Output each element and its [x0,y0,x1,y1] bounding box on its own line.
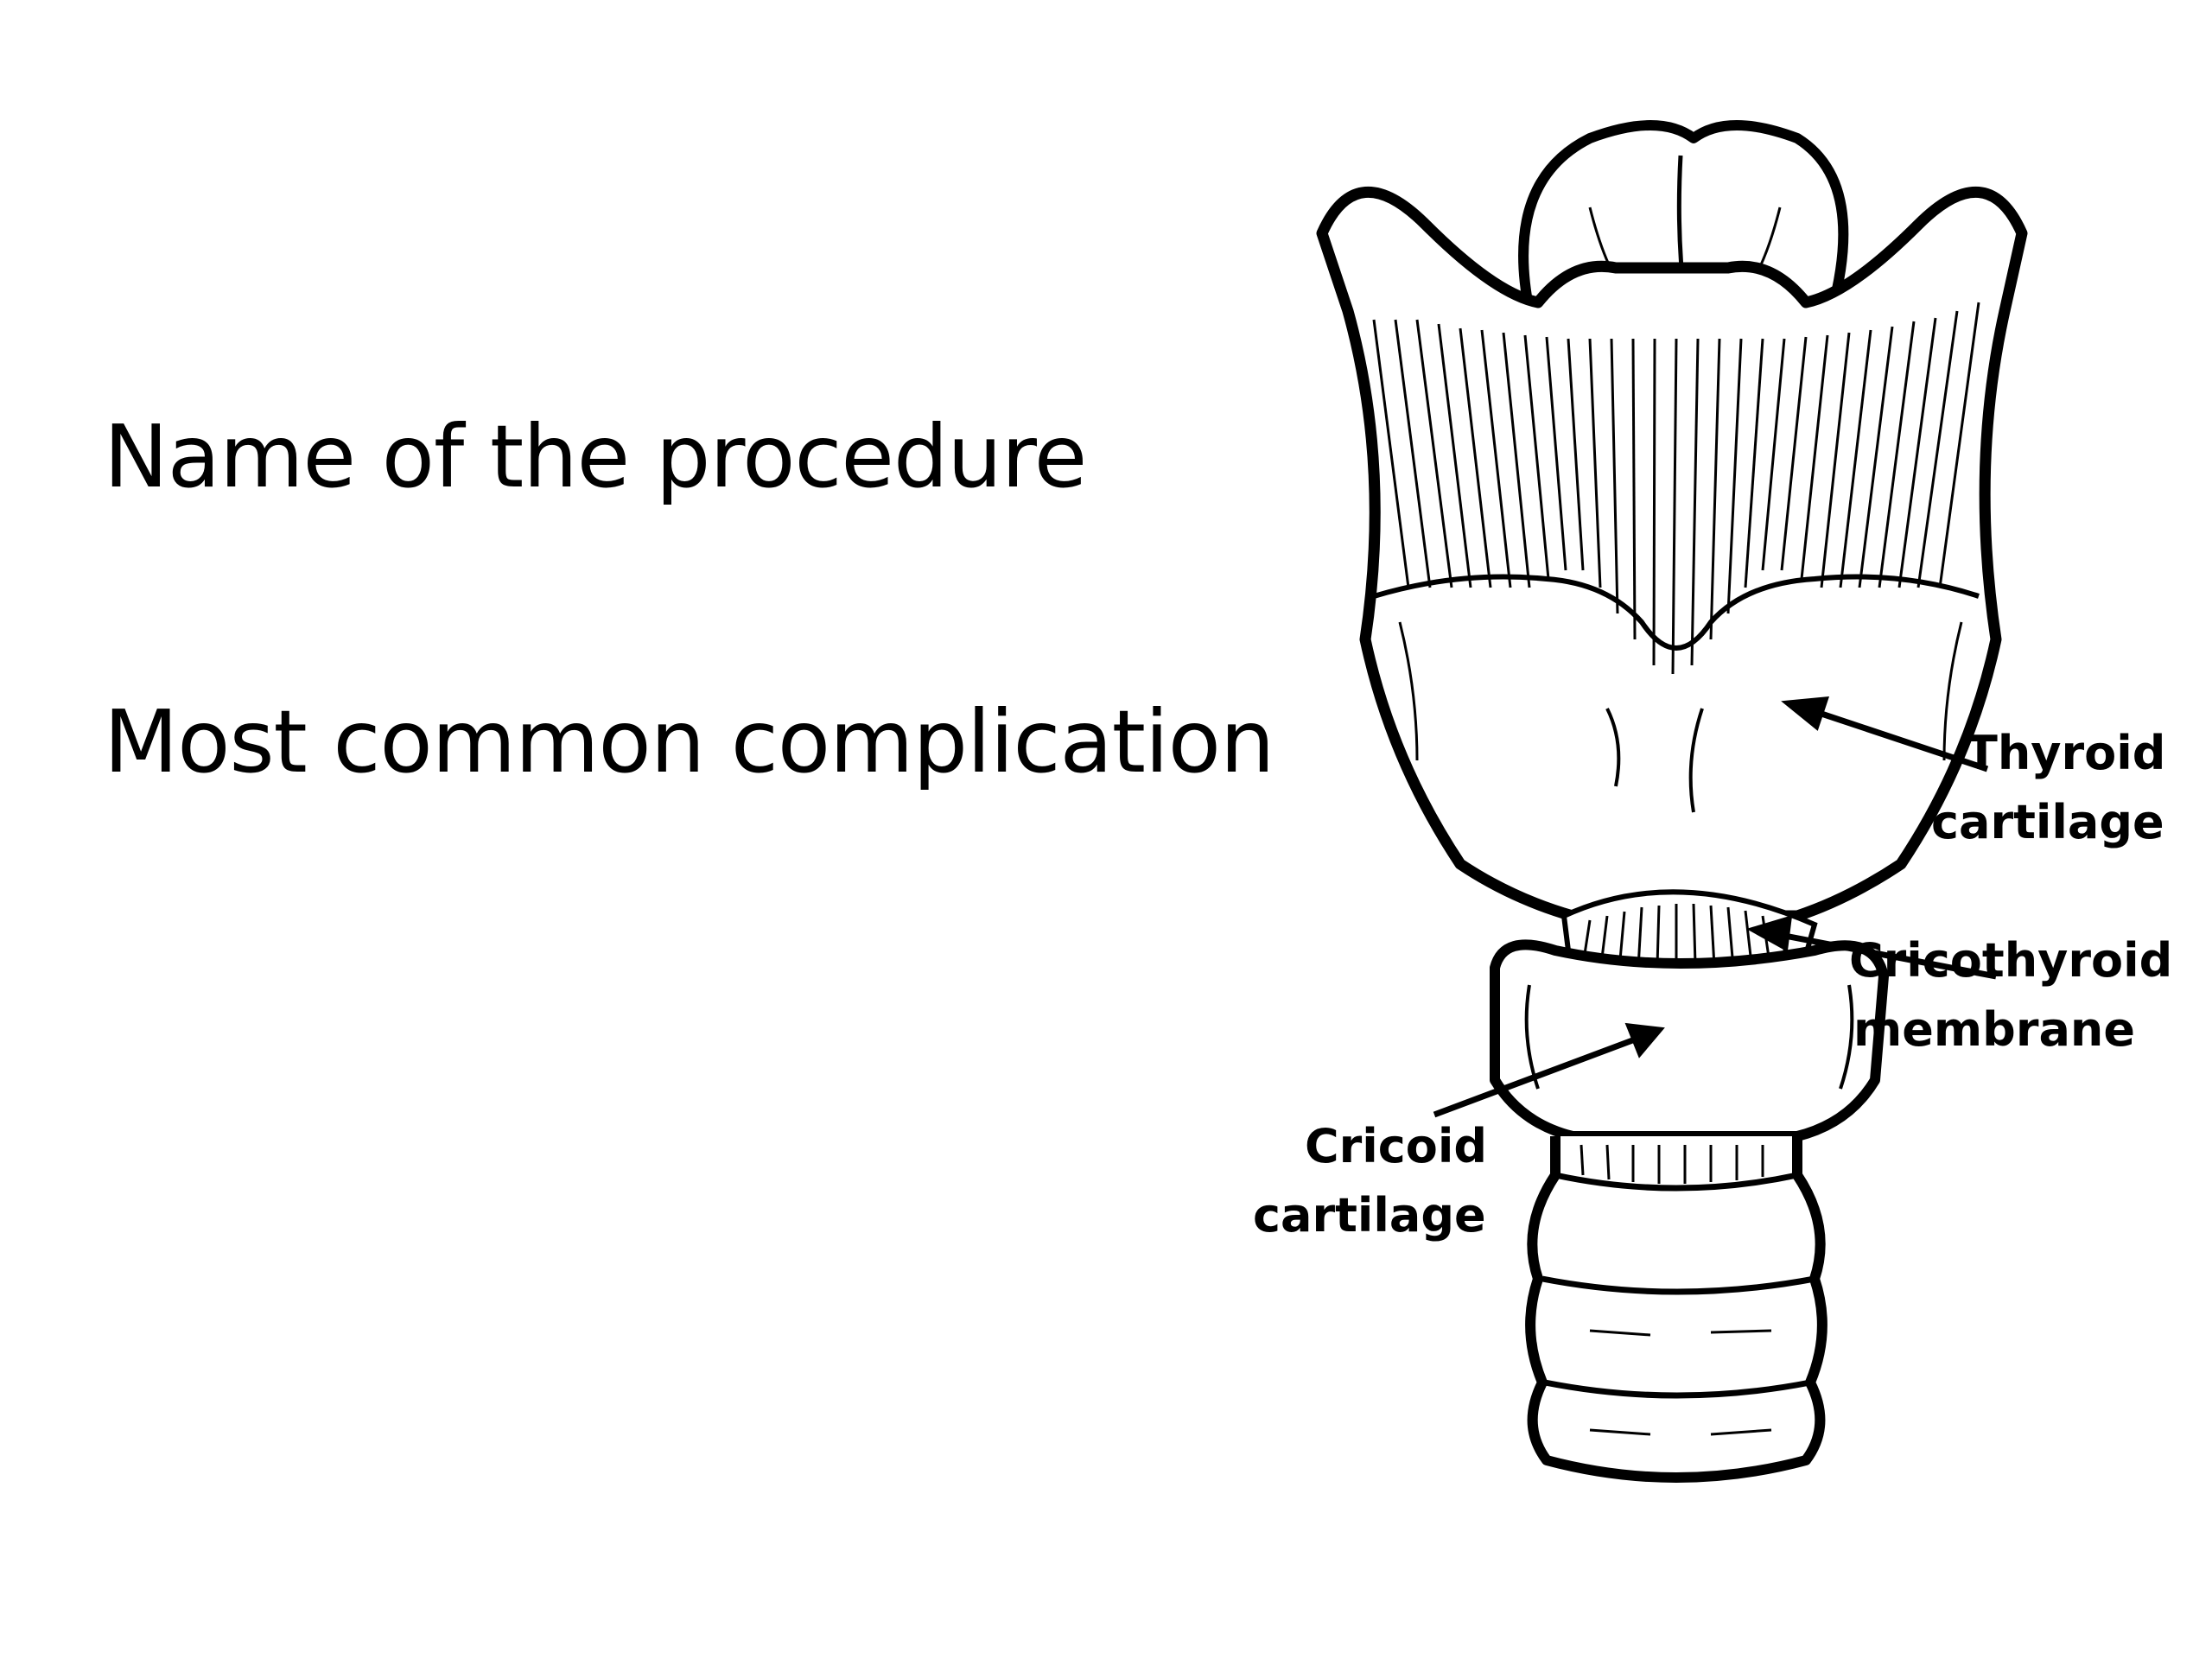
label-cricoid-line1: Cricoid [1305,1119,1487,1173]
trachea [1525,1136,1827,1483]
cricoid-arrow [1433,1033,1643,1118]
cricothyroid-arrow [1770,930,1997,980]
label-cricothyroid-line2: membrane [1853,1002,2135,1057]
thyroid-arrow [1804,705,1989,772]
label-arrows [1433,696,1997,1118]
label-cricoid-line2: cartilage [1253,1188,1486,1243]
question-common-complication: Most common complication [104,691,1274,792]
larynx-diagram: Thyroid cartilage Cricothyroid membrane … [1244,104,2177,1521]
label-cricothyroid-line1: Cricothyroid [1849,933,2172,988]
label-thyroid-line2: cartilage [1931,795,2164,849]
thyroid-cartilage [1316,187,2028,922]
cricoid-cartilage [1490,939,1889,1141]
larynx-illustration: Thyroid cartilage Cricothyroid membrane … [1253,120,2172,1483]
question-procedure-name: Name of the procedure [104,406,1087,507]
label-thyroid-line1: Thyroid [1966,726,2165,780]
